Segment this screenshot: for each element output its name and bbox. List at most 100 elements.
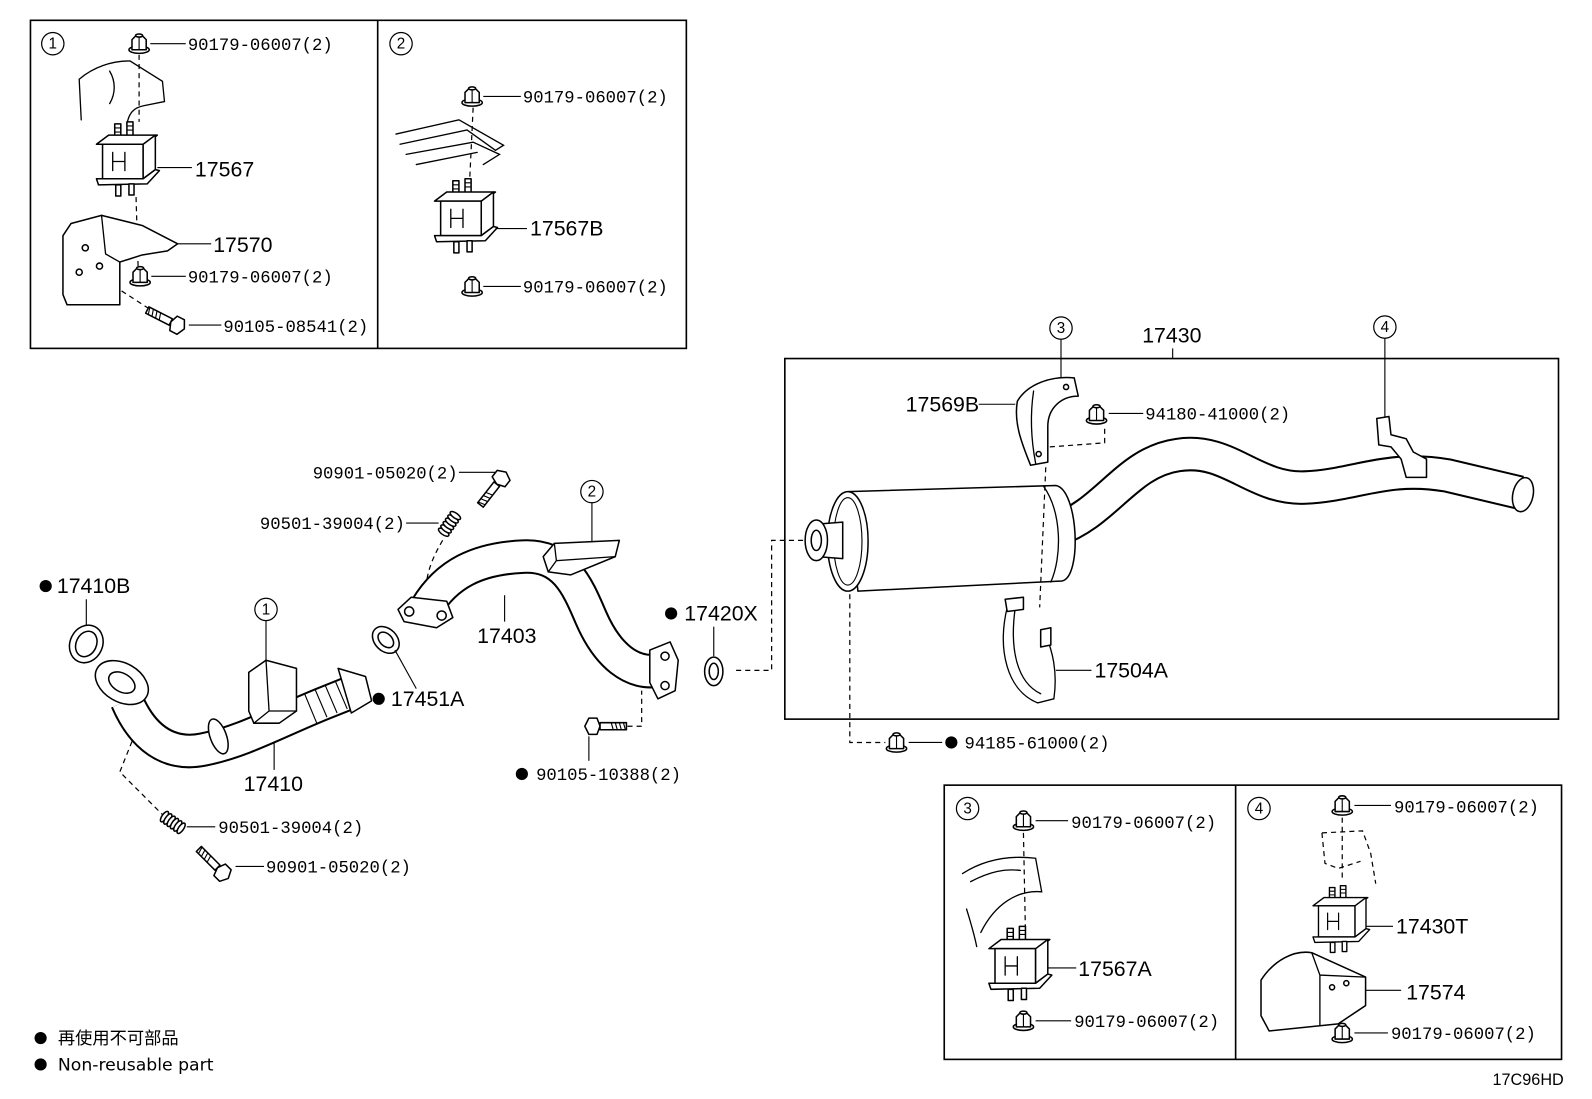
inset-1-marker: 1 — [49, 36, 57, 53]
rear-gasket-ring-hole — [708, 662, 720, 681]
front-pipe-tube-fill — [112, 676, 362, 767]
inset-2-frame-rail — [415, 151, 478, 166]
front-pipe-label: 17410 — [244, 772, 303, 796]
center-spring-label: 90501-39004(2) — [260, 516, 405, 535]
muffler-inlet-opening — [810, 529, 823, 552]
center-pipe-outlet-flange-hole — [660, 651, 670, 661]
inset-2-marker: 2 — [397, 36, 405, 53]
clamp-strap-outer — [1002, 606, 1056, 704]
inset-3-bracket-edge — [969, 869, 1022, 883]
center-flange-bolt-label: 90105-10388(2) — [536, 767, 681, 786]
inset-4-mount-label: 17430T — [1396, 914, 1468, 938]
inset-1-bracket-hole — [75, 268, 84, 277]
inset-4: 4 90179-06007(2) 17574 17430T 90179-0600… — [1247, 795, 1539, 1045]
inset-3-bracket-drawing — [961, 856, 1043, 934]
inset-1-mount-label: 17567 — [195, 158, 254, 182]
inset-2-upper-nut-label: 90179-06007(2) — [523, 90, 668, 109]
joint-gasket-non-reusable-dot — [372, 692, 385, 705]
inset-1-bracket-label: 17570 — [213, 233, 272, 257]
inset-2-mount-icon — [433, 178, 499, 254]
tail-pipe-rear-bracket — [1375, 415, 1428, 479]
rear-gasket-label: 17420X — [684, 602, 757, 626]
tail-pipe-front-marker: 3 — [1057, 320, 1065, 337]
inset-1-bracket-drawing — [62, 214, 179, 306]
inset-1-upper-nut-label: 90179-06007(2) — [188, 37, 333, 56]
legend: 再使用不可部品 Non-reusable part — [34, 1028, 214, 1076]
center-pipe-outlet-flange-hole — [660, 680, 670, 691]
front-pipe-marker: 1 — [262, 602, 270, 619]
rear-gasket-dashed-line — [736, 539, 811, 671]
hanger-bracket-label: 17569B — [906, 392, 979, 416]
inset-4-frame-bracket-dashed — [1321, 830, 1377, 884]
inset-4-mount-icon — [1312, 885, 1371, 954]
inset-4-lower-nut-label: 90179-06007(2) — [1391, 1026, 1536, 1045]
center-pipe-hanger-bracket-edge — [547, 542, 616, 573]
inset-1-upper-nut-icon — [128, 33, 151, 55]
inset-3-marker: 3 — [963, 801, 971, 818]
inset-4-marker-circle — [1247, 796, 1271, 821]
hanger-nut-label: 94180-41000(2) — [1145, 406, 1290, 425]
front-pipe-band — [207, 718, 229, 755]
center-spring-icon — [436, 509, 463, 539]
hanger-nut-icon — [1085, 403, 1108, 425]
inset-2-mount-label: 17567B — [530, 217, 603, 241]
tail-pipe-tip — [1511, 476, 1535, 513]
inset-1-marker-circle — [41, 31, 65, 56]
joint-gasket-leader — [394, 649, 417, 689]
front-gasket-non-reusable-dot — [39, 579, 52, 593]
front-pipe-insulation-hatch — [304, 676, 356, 724]
inset-3-lower-nut-label: 90179-06007(2) — [1074, 1014, 1219, 1033]
flange-nut-non-reusable-dot — [945, 736, 958, 749]
hanger-bracket-drawing — [1015, 376, 1080, 466]
inset-3-bracket-edge — [965, 908, 978, 948]
center-pipe-label: 17403 — [477, 624, 536, 648]
hanger-bracket-hole — [1062, 383, 1070, 391]
center-flange-bolt-dashed-line — [627, 690, 643, 727]
front-gasket-label: 17410B — [57, 574, 130, 598]
inset-3-upper-nut-icon — [1012, 810, 1035, 832]
front-bolt-icon — [192, 842, 235, 885]
inset-3-dashed-line — [1022, 832, 1027, 933]
inset-2-lower-nut-icon — [461, 276, 484, 297]
front-pipe-heat-shield-edge — [253, 659, 298, 724]
center-pipe-flange-hole — [436, 610, 447, 621]
tail-pipe-group: 17430 17569B 3 94180-41000(2) 17504A — [804, 315, 1535, 755]
flange-nut-dashed-line — [849, 594, 886, 744]
inset-1-bracket-hole — [81, 244, 90, 252]
inset-4-bracket-drawing — [1260, 951, 1367, 1032]
inset-2-marker-circle — [389, 31, 413, 56]
inset-3-mount-label: 17567A — [1078, 957, 1152, 981]
center-flange-bolt-non-reusable-dot — [515, 767, 528, 781]
front-pipe-outlet-flange — [337, 667, 373, 714]
inset-3-mount-icon — [988, 925, 1053, 1002]
inset-1-bracket-fold — [100, 214, 121, 263]
legend-dot-english — [34, 1058, 47, 1071]
frame-bracket-edge — [108, 70, 115, 105]
center-pipe-flange-hole — [403, 606, 415, 617]
inset-1-lower-nut-icon — [129, 265, 152, 287]
inset-1: 1 90179-06007(2) 17567 17570 90179-06007… — [41, 31, 368, 338]
muffler-body — [847, 484, 1076, 592]
hanger-bracket-edge — [1030, 390, 1037, 464]
front-pipe-inlet-opening — [107, 671, 136, 694]
muffler-seam — [1043, 485, 1060, 583]
inset-1-bolt-icon — [142, 301, 189, 337]
legend-dot-japanese — [34, 1031, 47, 1045]
flange-nut-icon — [885, 732, 908, 753]
inset-1-mount-icon — [95, 121, 161, 197]
inset-4-bracket-hole — [1342, 979, 1350, 987]
inset-1-lower-nut-label: 90179-06007(2) — [188, 269, 333, 288]
diagram-code: 17C96HD — [1493, 1071, 1564, 1089]
inset-2: 2 90179-06007(2) 17567B 90179-06007(2) — [389, 31, 668, 299]
inset-4-marker: 4 — [1255, 801, 1264, 818]
center-pipe-group: 90901-05020(2) 90501-39004(2) 2 17403 90… — [260, 465, 811, 786]
center-pipe-tube-fill — [413, 541, 663, 687]
rear-gasket-non-reusable-dot — [665, 607, 678, 620]
clamp-strap-inner — [1012, 606, 1042, 695]
front-pipe-heat-shield — [247, 659, 298, 724]
center-bolt-label: 90901-05020(2) — [313, 465, 458, 484]
inset-1-bolt-label: 90105-08541(2) — [223, 319, 368, 338]
center-flange-bolt-icon — [584, 717, 628, 736]
inset-4-upper-nut-icon — [1331, 795, 1354, 816]
inset-4-upper-nut-label: 90179-06007(2) — [1394, 800, 1539, 819]
